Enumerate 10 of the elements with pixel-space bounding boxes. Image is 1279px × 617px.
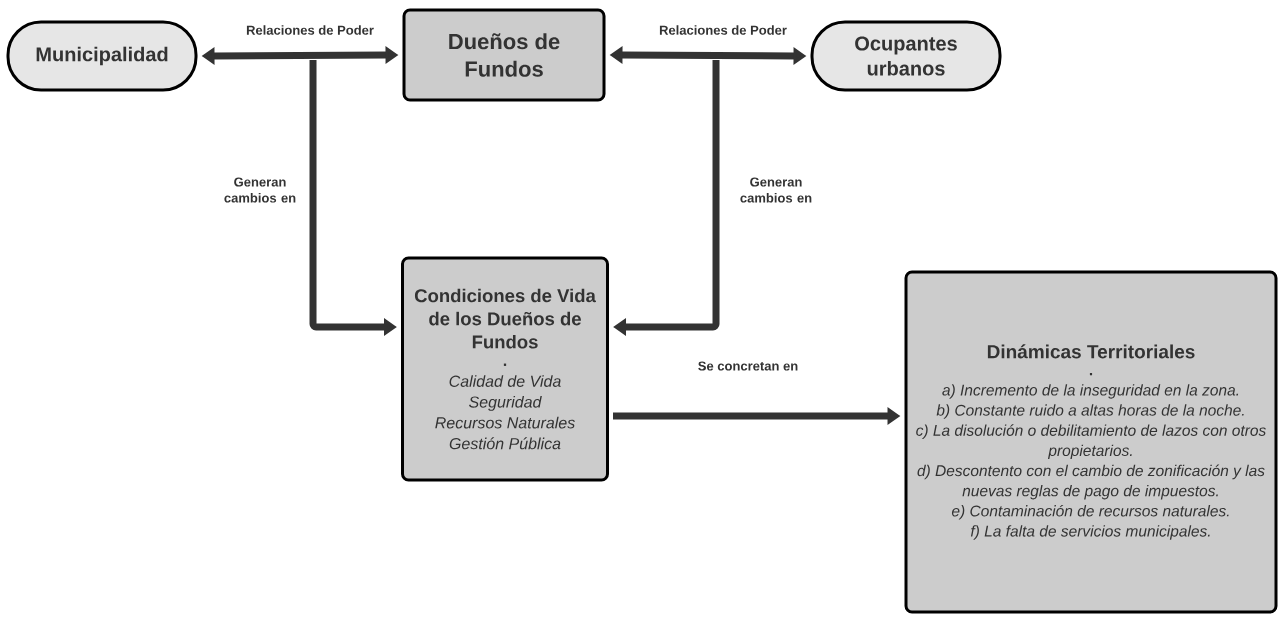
edge-label: Generan cambios en: [729, 175, 823, 205]
process-box: Condiciones de Vida de los Dueños de Fundos . Calidad de Vida Seguridad Recursos Naturales Gestión Pública: [401, 256, 609, 482]
edge-label: Relaciones de Poder: [244, 23, 376, 37]
process-box: Dueños de Fundos: [402, 8, 606, 102]
pill-box: Ocupantes urbanos: [810, 20, 1002, 92]
edge-label: Se concretan en: [695, 359, 801, 373]
edge-label: Relaciones de Poder: [657, 23, 789, 37]
pill-box: Municipalidad: [6, 20, 198, 92]
edge-label: Generan cambios en: [213, 175, 307, 205]
process-box: Dinámicas Territoriales . a) Incremento de la inseguridad en la zona. b) Constante ruido a altas horas de la noche. c) La disolución o debilitamiento de lazos con otros propietarios. d) Descontento con el cambio de zonificación y las nuevas reglas de pago de impuestos. e) Contaminación de recursos naturales. f) La falta de servicios municipales.: [904, 270, 1278, 614]
